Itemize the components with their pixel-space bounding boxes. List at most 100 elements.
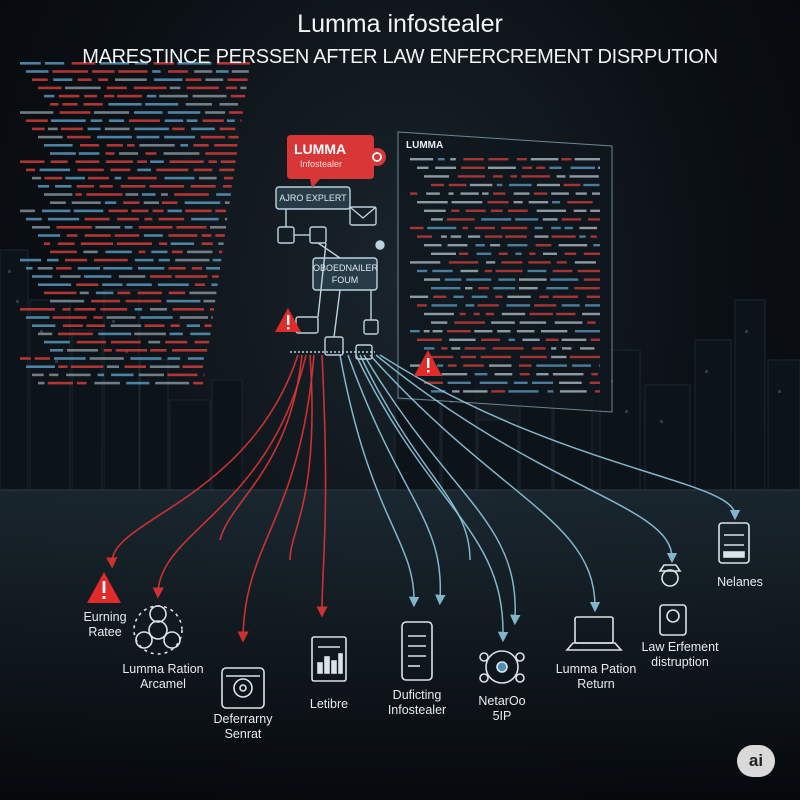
- code-line-segment: [174, 193, 209, 196]
- code-line-segment: [426, 192, 440, 195]
- code-line-segment: [162, 201, 178, 204]
- code-line-segment: [545, 338, 559, 341]
- code-line-segment: [126, 381, 150, 385]
- code-line-segment: [451, 201, 483, 204]
- code-line-segment: [513, 192, 530, 195]
- code-line-segment: [124, 365, 146, 368]
- endpoint-label-nelanes: Nelanes: [717, 575, 763, 589]
- code-line-segment: [76, 381, 87, 385]
- code-line-segment: [54, 357, 86, 360]
- code-line-segment: [423, 330, 430, 333]
- code-line-segment: [170, 242, 195, 245]
- code-line-segment: [501, 261, 523, 264]
- code-line-segment: [463, 390, 488, 393]
- code-line-segment: [182, 365, 203, 368]
- blue-flow-line: [363, 354, 521, 626]
- code-line-segment: [450, 158, 456, 161]
- blue-flow-line: [379, 354, 741, 521]
- code-line-segment: [20, 308, 55, 311]
- server-icon: [718, 522, 750, 564]
- code-line-segment: [186, 86, 219, 90]
- code-line-segment: [462, 226, 469, 230]
- code-line-segment: [167, 111, 201, 114]
- code-line-segment: [50, 103, 59, 106]
- code-line-segment: [66, 234, 78, 237]
- red-flow-line: [289, 354, 313, 561]
- code-line-segment: [240, 119, 242, 122]
- code-line-segment: [562, 347, 572, 350]
- code-line-segment: [515, 252, 522, 255]
- code-line-segment: [52, 70, 88, 73]
- code-line-segment: [498, 252, 508, 255]
- code-line-segment: [32, 78, 48, 81]
- code-line-segment: [38, 283, 72, 286]
- code-line-segment: [460, 192, 479, 195]
- code-line-segment: [551, 226, 561, 230]
- code-line-segment: [127, 144, 135, 147]
- code-line-segment: [542, 218, 558, 221]
- code-line-segment: [52, 316, 87, 319]
- code-line-segment: [599, 364, 600, 367]
- code-line-segment: [119, 152, 139, 155]
- code-line-segment: [44, 94, 55, 98]
- code-line-segment: [167, 357, 181, 360]
- code-line-segment: [424, 175, 449, 178]
- code-line-segment: [159, 94, 188, 98]
- code-line-segment: [77, 267, 100, 270]
- code-line-segment: [71, 201, 101, 204]
- code-line-segment: [592, 192, 600, 195]
- code-line-segment: [110, 324, 142, 327]
- code-line-segment: [501, 312, 526, 316]
- code-line-segment: [199, 176, 217, 180]
- code-line-segment: [489, 364, 512, 367]
- code-line-segment: [441, 373, 468, 376]
- code-line-segment: [179, 316, 208, 319]
- endpoint-label-lumma-ration-arcamel: Lumma Ration Arcamel: [122, 662, 204, 691]
- code-line-segment: [574, 158, 600, 161]
- code-line-segment: [175, 275, 208, 278]
- code-line-segment: [431, 304, 458, 307]
- code-line-segment: [38, 234, 61, 237]
- code-line-segment: [410, 226, 424, 230]
- code-line-segment: [191, 217, 219, 221]
- code-line-segment: [535, 244, 552, 247]
- code-panel-right: [397, 131, 613, 413]
- code-line-segment: [583, 278, 600, 281]
- code-line-segment: [149, 365, 180, 368]
- code-line-segment: [496, 183, 503, 187]
- code-line-segment: [83, 103, 103, 106]
- code-line-segment: [589, 381, 600, 384]
- code-line-segment: [228, 135, 239, 139]
- code-line-segment: [114, 234, 140, 237]
- code-line-segment: [487, 201, 509, 204]
- code-line-segment: [20, 209, 35, 213]
- code-line-segment: [552, 269, 573, 273]
- code-line-segment: [505, 235, 527, 238]
- code-line-segment: [108, 209, 128, 213]
- code-line-segment: [84, 94, 98, 98]
- code-line-segment: [169, 86, 181, 90]
- warning-icon-right: [414, 350, 442, 376]
- code-line-segment: [471, 295, 488, 298]
- code-line-segment: [431, 218, 443, 221]
- code-line-segment: [441, 347, 448, 350]
- code-line-segment: [62, 324, 83, 327]
- code-line-segment: [97, 373, 105, 377]
- code-line-segment: [145, 152, 157, 155]
- code-line-segment: [536, 373, 549, 376]
- code-line-segment: [115, 78, 147, 81]
- code-line-segment: [172, 349, 208, 352]
- code-line-segment: [564, 252, 577, 255]
- code-line-segment: [410, 261, 441, 264]
- blue-flow-line: [359, 354, 471, 561]
- code-line-segment: [166, 299, 201, 303]
- code-line-segment: [92, 70, 115, 73]
- ai-badge: ai: [737, 745, 775, 777]
- code-line-segment: [168, 234, 198, 237]
- code-line-segment: [158, 258, 170, 262]
- code-line-segment: [190, 185, 216, 188]
- red-flow-line: [152, 354, 307, 599]
- code-line-segment: [203, 373, 205, 377]
- warning-triangle-icon: [87, 572, 121, 603]
- code-line-segment: [114, 176, 122, 180]
